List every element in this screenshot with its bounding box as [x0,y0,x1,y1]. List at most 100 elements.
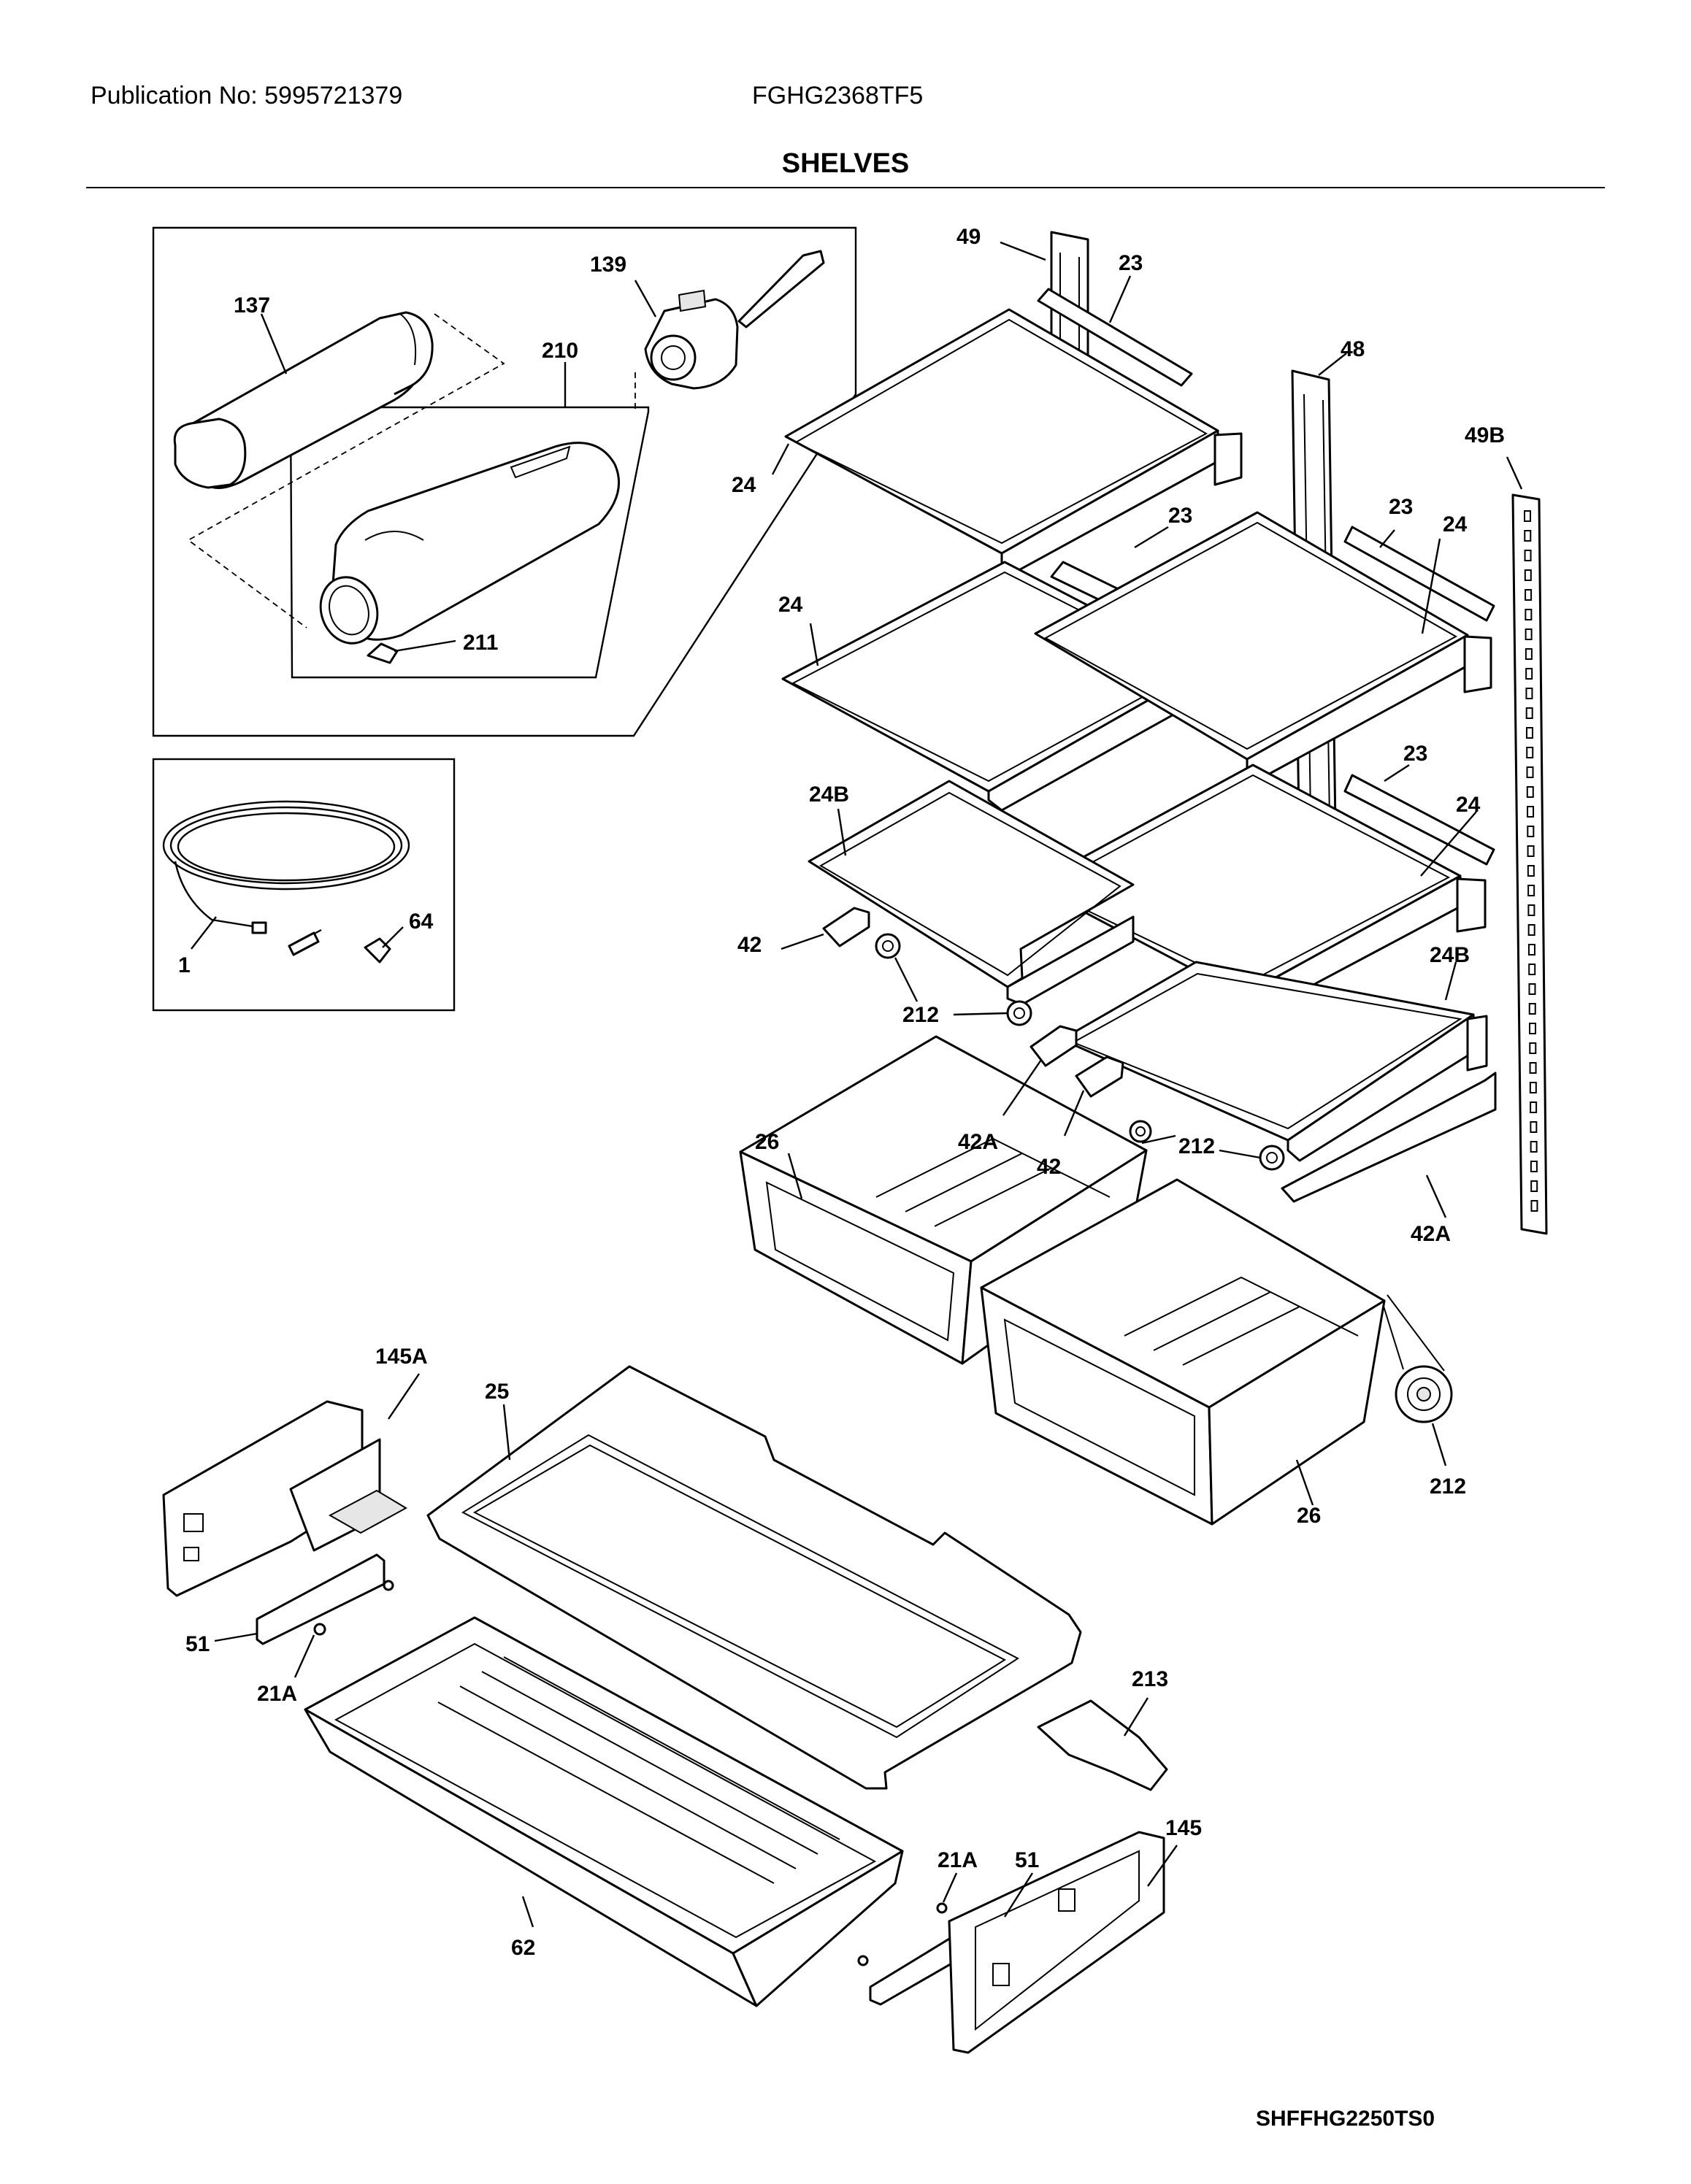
crisper-slide [1029,1025,1078,1067]
water-filter-cartridge [173,311,434,490]
rail-slots [1524,510,1538,1212]
rail-slot [1527,845,1535,857]
rail-slot [1529,1023,1537,1034]
callout-51: 51 [1015,1848,1039,1872]
crisper-roller [1259,1145,1285,1171]
callout-24b: 24B [809,783,849,807]
callout-48: 48 [1341,337,1365,361]
publication-number: Publication No: 5995721379 [91,82,403,109]
crisper-slide [1075,1056,1124,1098]
crisper-roller [1006,1000,1032,1026]
pantry-clip [1037,1699,1168,1791]
rail-slot [1529,1042,1537,1054]
callout-49b: 49B [1465,423,1505,447]
shelf-rail-right [1511,493,1548,1235]
rail-slot [1525,707,1533,719]
callout-24b: 24B [1430,943,1470,967]
water-tube-inset: 1 64 [152,758,456,1012]
callout-1: 1 [178,953,191,977]
rail-slot [1525,609,1533,620]
callout-137: 137 [234,293,270,318]
crisper-cover-right [1060,961,1488,1162]
callout-26: 26 [1297,1504,1321,1528]
rail-slot [1528,1003,1536,1015]
rail-slot [1530,1101,1538,1113]
callout-24: 24 [1443,512,1468,537]
pantry-drawer [304,1616,904,2007]
rail-slot [1526,747,1534,758]
rail-slot [1527,944,1535,956]
callout-62: 62 [511,1936,535,1960]
callout-145: 145 [1165,1816,1202,1840]
model-number: FGHG2368TF5 [752,82,924,109]
callout-25: 25 [485,1380,509,1404]
callout-210: 210 [542,339,578,363]
callout-23: 23 [1389,495,1413,519]
callout-23: 23 [1119,251,1143,275]
rail-slot [1527,904,1535,916]
rail-slot [1525,628,1533,640]
screw [383,1580,394,1591]
callout-23: 23 [1168,504,1192,528]
rail-slot [1530,1121,1538,1133]
rail-slot [1527,885,1535,896]
tube-clip [364,937,391,964]
glass-shelf [784,308,1243,574]
rail-slot [1526,786,1534,798]
rail-slot [1526,766,1534,778]
rail-slot [1527,826,1535,837]
screw [313,1623,326,1636]
callout-24: 24 [732,473,756,497]
rail-slot [1525,688,1533,699]
rail-slot [1524,569,1532,581]
header-divider [86,187,1605,188]
callout-212: 212 [1178,1134,1215,1158]
callout-23: 23 [1403,742,1427,766]
crisper-cover-left [808,780,1135,1006]
inset-frame [152,758,456,1012]
callout-24: 24 [1456,793,1481,817]
callouts: 49 23 48 49B 24 23 23 24 24 23 24 24B 24… [185,225,1523,1960]
shelf-support-bar [1343,526,1495,622]
rail-slot [1525,727,1533,739]
callout-42a: 42A [958,1130,998,1154]
rail-slot [1529,1062,1537,1074]
callout-51: 51 [185,1632,210,1656]
rail-slot [1528,964,1536,975]
callout-42: 42 [737,933,762,957]
page-title: SHELVES [781,148,910,179]
diagram-code: SHFFHG2250TS0 [1256,2107,1435,2131]
screw [936,1902,948,1914]
crisper-roller-detail [1395,1365,1453,1423]
housing-clip [367,642,399,664]
crisper-drawer-right [980,1178,1386,1526]
rail-slot [1529,1082,1537,1093]
filter-housing [319,442,621,645]
shelf-assembly [739,231,1548,1526]
shelf-support-bar [1037,288,1193,387]
rail-slot [1530,1141,1538,1153]
rail-slot [1530,1180,1538,1192]
rail-slot [1527,924,1535,936]
filter-head [644,250,825,390]
callout-139: 139 [590,253,626,277]
rail-slot [1524,550,1532,561]
water-tube-coil [162,800,410,956]
crisper-slide [822,907,870,947]
inset-frame [152,226,857,737]
callout-49: 49 [956,225,981,249]
pantry-cover [426,1365,1082,1790]
callout-24: 24 [778,593,803,617]
callout-42: 42 [1037,1155,1061,1179]
rail-slot [1525,648,1533,660]
water-filter-inset: 137 139 210 211 [152,226,857,737]
callout-42a: 42A [1411,1222,1451,1246]
pantry-bracket-right [948,1831,1165,2054]
assembly-guide-lines [187,313,505,628]
crisper-roller [875,933,901,959]
glass-shelf [1034,511,1492,781]
housing-subinset-frame [289,406,650,679]
callout-212: 212 [902,1003,939,1027]
screw [857,1955,869,1966]
rail-slot [1528,983,1536,995]
